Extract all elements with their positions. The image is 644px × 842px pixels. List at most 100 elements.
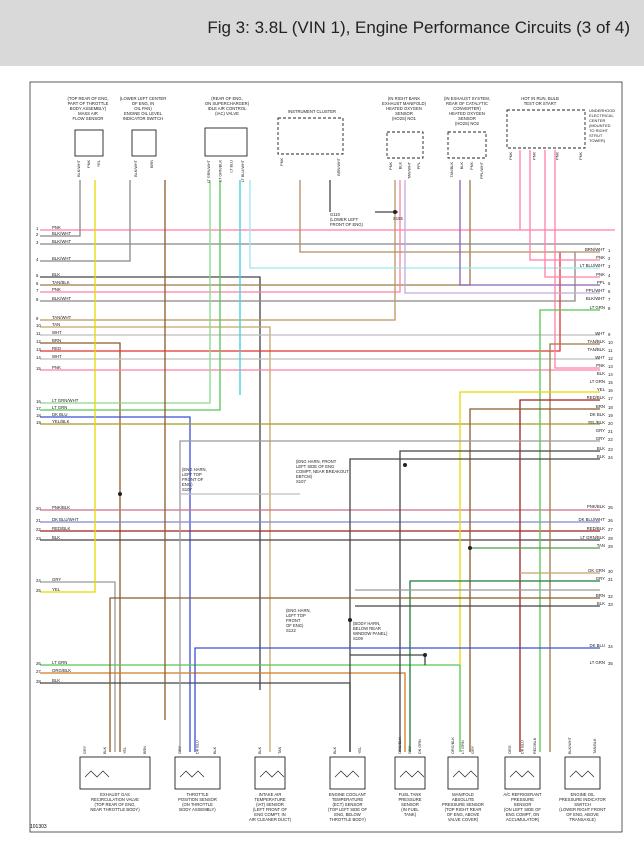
right-wire-color: DK GRN	[588, 568, 605, 573]
pin-color-label: ORG/BLK	[398, 737, 402, 754]
wire-tan	[40, 326, 271, 752]
pin-color-label: TAN/WHT	[408, 161, 412, 179]
component-label: ENGINE OIL	[571, 792, 596, 797]
right-wire-number: 24	[608, 455, 613, 460]
left-wire-color: YEL	[52, 587, 61, 592]
component-label: (HO2S) NO2	[455, 121, 480, 126]
component-iac	[204, 127, 248, 157]
component-label: OF ENG, ABOVE	[566, 812, 599, 817]
fusebox-side-label: (MOUNTED	[589, 123, 611, 128]
left-wire-number: 20	[36, 506, 41, 511]
component-oil-pressure	[564, 756, 601, 790]
component-label: POSITION SENSOR	[178, 797, 217, 802]
wire-red-blk	[519, 399, 600, 752]
left-wire-color: ORG/BLK	[52, 668, 71, 673]
component-label: ENG, BELOW	[334, 812, 361, 817]
component-cluster	[277, 117, 344, 155]
right-wire-color: DK BLU	[589, 643, 605, 648]
pin-color-label: LT BLU/WHT	[241, 159, 245, 182]
right-wire-color: PPL/WHT	[586, 288, 605, 293]
left-wire-number: 11	[36, 331, 41, 336]
right-wire-color: RED/BLK	[587, 526, 606, 531]
component-egr	[79, 756, 151, 790]
wire-gry	[40, 581, 116, 752]
pin-color-label: BLK/WHT	[77, 159, 81, 177]
left-wire-color: RED/BLK	[52, 526, 71, 531]
component-label: SWITCH	[574, 802, 591, 807]
component-label: INDICATOR SWITCH	[123, 116, 163, 121]
component-label: FUEL TANK	[399, 792, 422, 797]
pin-color-label: PPL/WHT	[480, 161, 484, 179]
splice-dot	[393, 210, 397, 214]
component-label: THROTTLE BODY)	[329, 817, 366, 822]
component-label: (IAC) VALVE	[215, 111, 239, 116]
title-bar: Fig 3: 3.8L (VIN 1), Engine Performance …	[0, 0, 644, 66]
left-wire-color: PNK	[52, 365, 61, 370]
left-wire-color: PNK	[52, 287, 61, 292]
wire-pnk	[529, 150, 600, 261]
component-label: INTAKE AIR	[259, 792, 282, 797]
component-label: (IN RIGHT BANK	[388, 96, 420, 101]
right-wire-color: BLK/WHT	[586, 296, 605, 301]
left-wire-color: TAN/WHT	[52, 315, 72, 320]
wire-brn	[40, 342, 121, 752]
pin-color-label: PPL	[417, 162, 421, 169]
component-label: (TOP RIGHT REAR	[445, 807, 482, 812]
component-label: TEMPERATURE	[254, 797, 286, 802]
right-wire-color: YEL	[597, 387, 606, 392]
wire-pnk	[40, 180, 401, 293]
splice-label-s107a: ENG)	[182, 482, 193, 487]
component-label: TEMPERATURE	[332, 797, 364, 802]
component-label: (HO2S) NO1	[392, 116, 417, 121]
component-label: HEATED OXYGEN	[449, 111, 485, 116]
left-wire-color: WHT	[52, 354, 62, 359]
wire-lt-grn	[40, 180, 221, 411]
left-wire-number: 9	[36, 316, 39, 321]
right-wire-color: GRY	[596, 428, 605, 433]
left-wire-color: GRY	[52, 577, 61, 582]
component-label: OF ENG, IN	[132, 101, 155, 106]
splice-label-s109: (BODY HARN,	[353, 621, 380, 626]
component-label: THROTTLE	[186, 792, 208, 797]
pin-color-label: BLK	[258, 746, 262, 754]
pin-color-label: PNK	[470, 162, 474, 170]
right-wire-color: BLK	[597, 446, 605, 451]
left-wire-color: BLK/WHT	[52, 256, 71, 261]
right-wire-number: 33	[608, 602, 613, 607]
sensor-symbol	[84, 770, 110, 778]
right-wire-color: BRN	[596, 404, 605, 409]
right-wire-number: 14	[608, 372, 613, 377]
right-wire-number: 32	[608, 594, 613, 599]
component-label: (TOP LEFT SIDE OF	[328, 807, 368, 812]
right-wire-number: 3	[608, 264, 611, 269]
wire-lt-grn	[40, 664, 461, 752]
pin-color-label: GRY	[178, 745, 182, 754]
right-wire-number: 5	[608, 281, 611, 286]
splice-label-s107a: LEFT TOP	[182, 472, 202, 477]
pin-color-label: BLK	[398, 162, 402, 170]
pin-color-label: PNK	[509, 152, 513, 160]
right-wire-number: 11	[608, 348, 613, 353]
left-wire-color: TAN/BLK	[52, 280, 70, 285]
left-wire-color: BLK/WHT	[52, 231, 71, 236]
wire-lt-grn-wht	[40, 180, 211, 404]
fusebox-side-label: ELECTRICAL	[589, 113, 614, 118]
right-wire-color: BLK	[597, 371, 605, 376]
left-wire-number: 23	[36, 536, 41, 541]
right-wire-color: PNK	[596, 255, 605, 260]
pin-color-label: TAN/BLK	[450, 162, 454, 178]
left-wire-color: TAN	[52, 322, 60, 327]
sensor-symbol	[259, 770, 285, 778]
right-wire-number: 8	[608, 306, 611, 311]
splice-dot	[403, 463, 407, 467]
component-label: ACCUMULATOR)	[506, 817, 540, 822]
pin-color-label: GRY	[408, 745, 412, 754]
pin-color-label: YEL	[358, 747, 362, 754]
splice-label-g110: (LOWER LEFT	[330, 217, 359, 222]
left-wire-number: 15	[36, 366, 41, 371]
component-label: REAR OF CATALYTIC	[446, 101, 488, 106]
pin-color-label: PNK	[579, 152, 583, 160]
pin-color-label: ORG/BLK	[451, 737, 455, 754]
splice-label-s109: S109	[353, 636, 363, 641]
right-wire-number: 26	[608, 518, 613, 523]
